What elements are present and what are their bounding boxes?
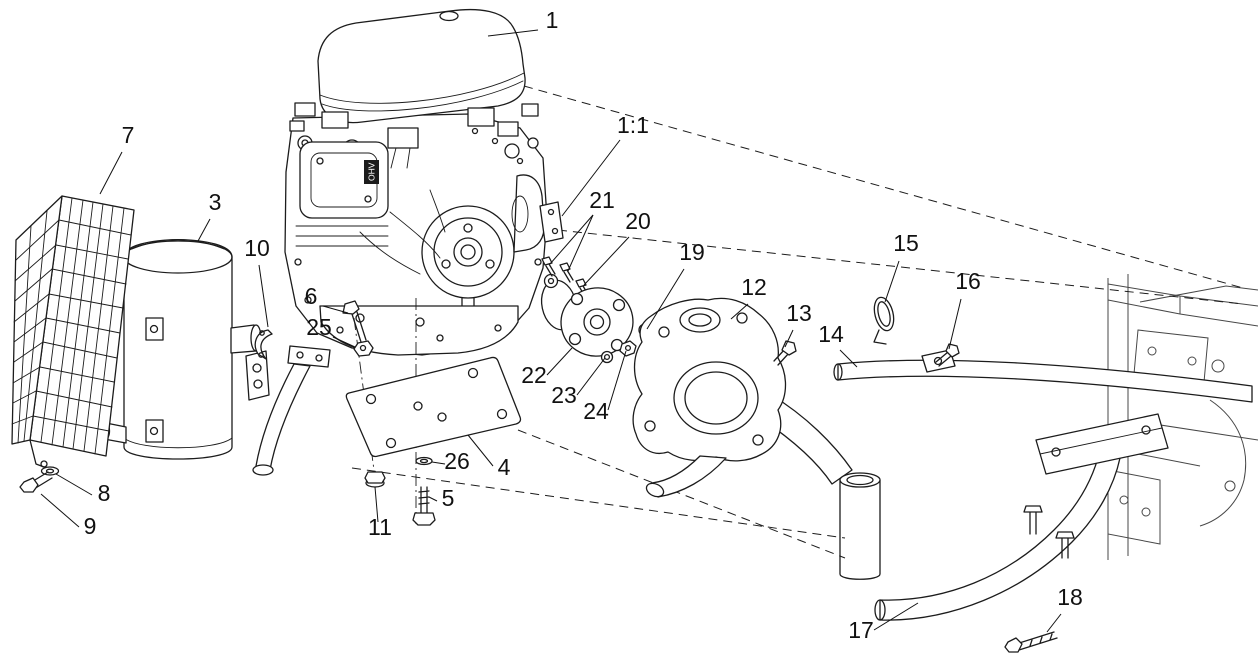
engine-badge bbox=[364, 160, 379, 184]
frame-bracket-plate bbox=[1035, 413, 1169, 475]
callout-label-1:1: 1:1 bbox=[617, 112, 649, 138]
callout-label-3: 3 bbox=[209, 189, 222, 215]
callout-leader-19 bbox=[646, 268, 685, 330]
callout-leader-25 bbox=[332, 336, 356, 348]
callout-leader-4 bbox=[467, 434, 494, 467]
callout-label-24: 24 bbox=[583, 398, 609, 424]
callout-label-7: 7 bbox=[122, 122, 135, 148]
support-bracket-illustration bbox=[245, 329, 331, 476]
callout-label-14: 14 bbox=[818, 321, 844, 347]
callout-leader-23 bbox=[576, 357, 606, 396]
callout-label-26: 26 bbox=[444, 448, 470, 474]
callout-leader-8 bbox=[55, 473, 93, 496]
callout-label-21: 21 bbox=[589, 187, 615, 213]
shield-side-face bbox=[11, 195, 63, 445]
detail-line-lower bbox=[557, 229, 1244, 305]
heat-shield-illustration bbox=[11, 195, 135, 471]
callout-label-1: 1 bbox=[546, 7, 559, 33]
frame-weldment-illustration bbox=[753, 296, 1253, 653]
callout-leader-3 bbox=[197, 218, 211, 242]
callout-leader-1 bbox=[487, 29, 539, 37]
callout-leader-12 bbox=[730, 303, 749, 320]
air-cleaner-cover bbox=[317, 8, 526, 124]
frame-post bbox=[839, 479, 881, 580]
callout-label-11: 11 bbox=[368, 514, 392, 540]
callout-leader-20 bbox=[583, 236, 630, 286]
callout-label-8: 8 bbox=[98, 480, 111, 506]
callout-leader-9 bbox=[40, 493, 80, 528]
clamp-part-10 bbox=[254, 329, 273, 360]
mounting-plate bbox=[345, 356, 522, 458]
callout-leader-24 bbox=[607, 350, 627, 411]
exhaust-flange-illustration bbox=[540, 256, 652, 364]
reference-lines bbox=[351, 85, 1244, 559]
callout-label-9: 9 bbox=[84, 513, 97, 539]
callout-label-22: 22 bbox=[521, 362, 547, 388]
washer-part-26 bbox=[415, 456, 433, 466]
callout-leader-5 bbox=[428, 496, 438, 502]
callout-leader-22 bbox=[546, 347, 573, 376]
bracket-part-16 bbox=[921, 349, 956, 373]
assembly-line-1 bbox=[351, 467, 846, 539]
callout-label-17: 17 bbox=[848, 617, 874, 643]
callout-leader-26 bbox=[431, 461, 446, 465]
callout-label-4: 4 bbox=[498, 454, 511, 480]
callout-leader-11 bbox=[374, 486, 379, 523]
callout-label-13: 13 bbox=[786, 300, 812, 326]
engine-badge-text: OHV bbox=[367, 162, 377, 181]
crank-pulley bbox=[421, 205, 515, 299]
callout-leader-16 bbox=[948, 298, 962, 350]
callout-label-23: 23 bbox=[551, 382, 577, 408]
callout-leader-1:1 bbox=[561, 139, 621, 217]
nut-part-24 bbox=[619, 340, 637, 357]
callout-leader-21 bbox=[549, 214, 594, 265]
callout-label-20: 20 bbox=[625, 208, 651, 234]
callouts-layer: 11:1345678910111213141516171819202122232… bbox=[40, 7, 1083, 643]
callout-leader-18 bbox=[1046, 613, 1062, 633]
starter-motor bbox=[513, 174, 545, 253]
manifold-illustration bbox=[632, 297, 797, 498]
clamp-part-15 bbox=[873, 296, 895, 332]
bolt-part-18 bbox=[1015, 631, 1058, 651]
frame-curved-tube bbox=[879, 449, 1121, 621]
callout-label-15: 15 bbox=[893, 230, 919, 256]
callout-label-5: 5 bbox=[442, 485, 455, 511]
callout-leader-21 bbox=[567, 214, 594, 272]
callout-leader-6 bbox=[322, 305, 349, 314]
muffler-illustration bbox=[99, 239, 262, 460]
cover-knob bbox=[439, 10, 459, 22]
callout-label-19: 19 bbox=[679, 239, 705, 265]
callout-leader-17 bbox=[873, 602, 919, 631]
machine-frame-illustration bbox=[1107, 274, 1258, 560]
assembly-line-2 bbox=[517, 429, 846, 559]
callout-label-16: 16 bbox=[955, 268, 981, 294]
callout-leader-10 bbox=[258, 264, 269, 328]
callout-label-12: 12 bbox=[741, 274, 767, 300]
bolt-part-5 bbox=[418, 486, 430, 514]
callout-leader-7 bbox=[99, 151, 123, 195]
detail-line-upper bbox=[523, 85, 1244, 289]
callout-label-25: 25 bbox=[306, 314, 332, 340]
callout-label-10: 10 bbox=[244, 235, 270, 261]
callout-label-6: 6 bbox=[305, 283, 318, 309]
engine-illustration: OHV bbox=[284, 8, 564, 356]
callout-leader-15 bbox=[884, 260, 900, 303]
callout-leader-14 bbox=[839, 349, 858, 368]
callout-leader-13 bbox=[784, 329, 794, 348]
bolts-part-21 bbox=[545, 263, 556, 277]
callout-label-18: 18 bbox=[1057, 584, 1083, 610]
frame-main-tube bbox=[837, 359, 1253, 403]
bolt-part-16 bbox=[935, 351, 952, 367]
mounting-plate-illustration bbox=[19, 298, 522, 526]
nut-part-25 bbox=[353, 340, 374, 357]
